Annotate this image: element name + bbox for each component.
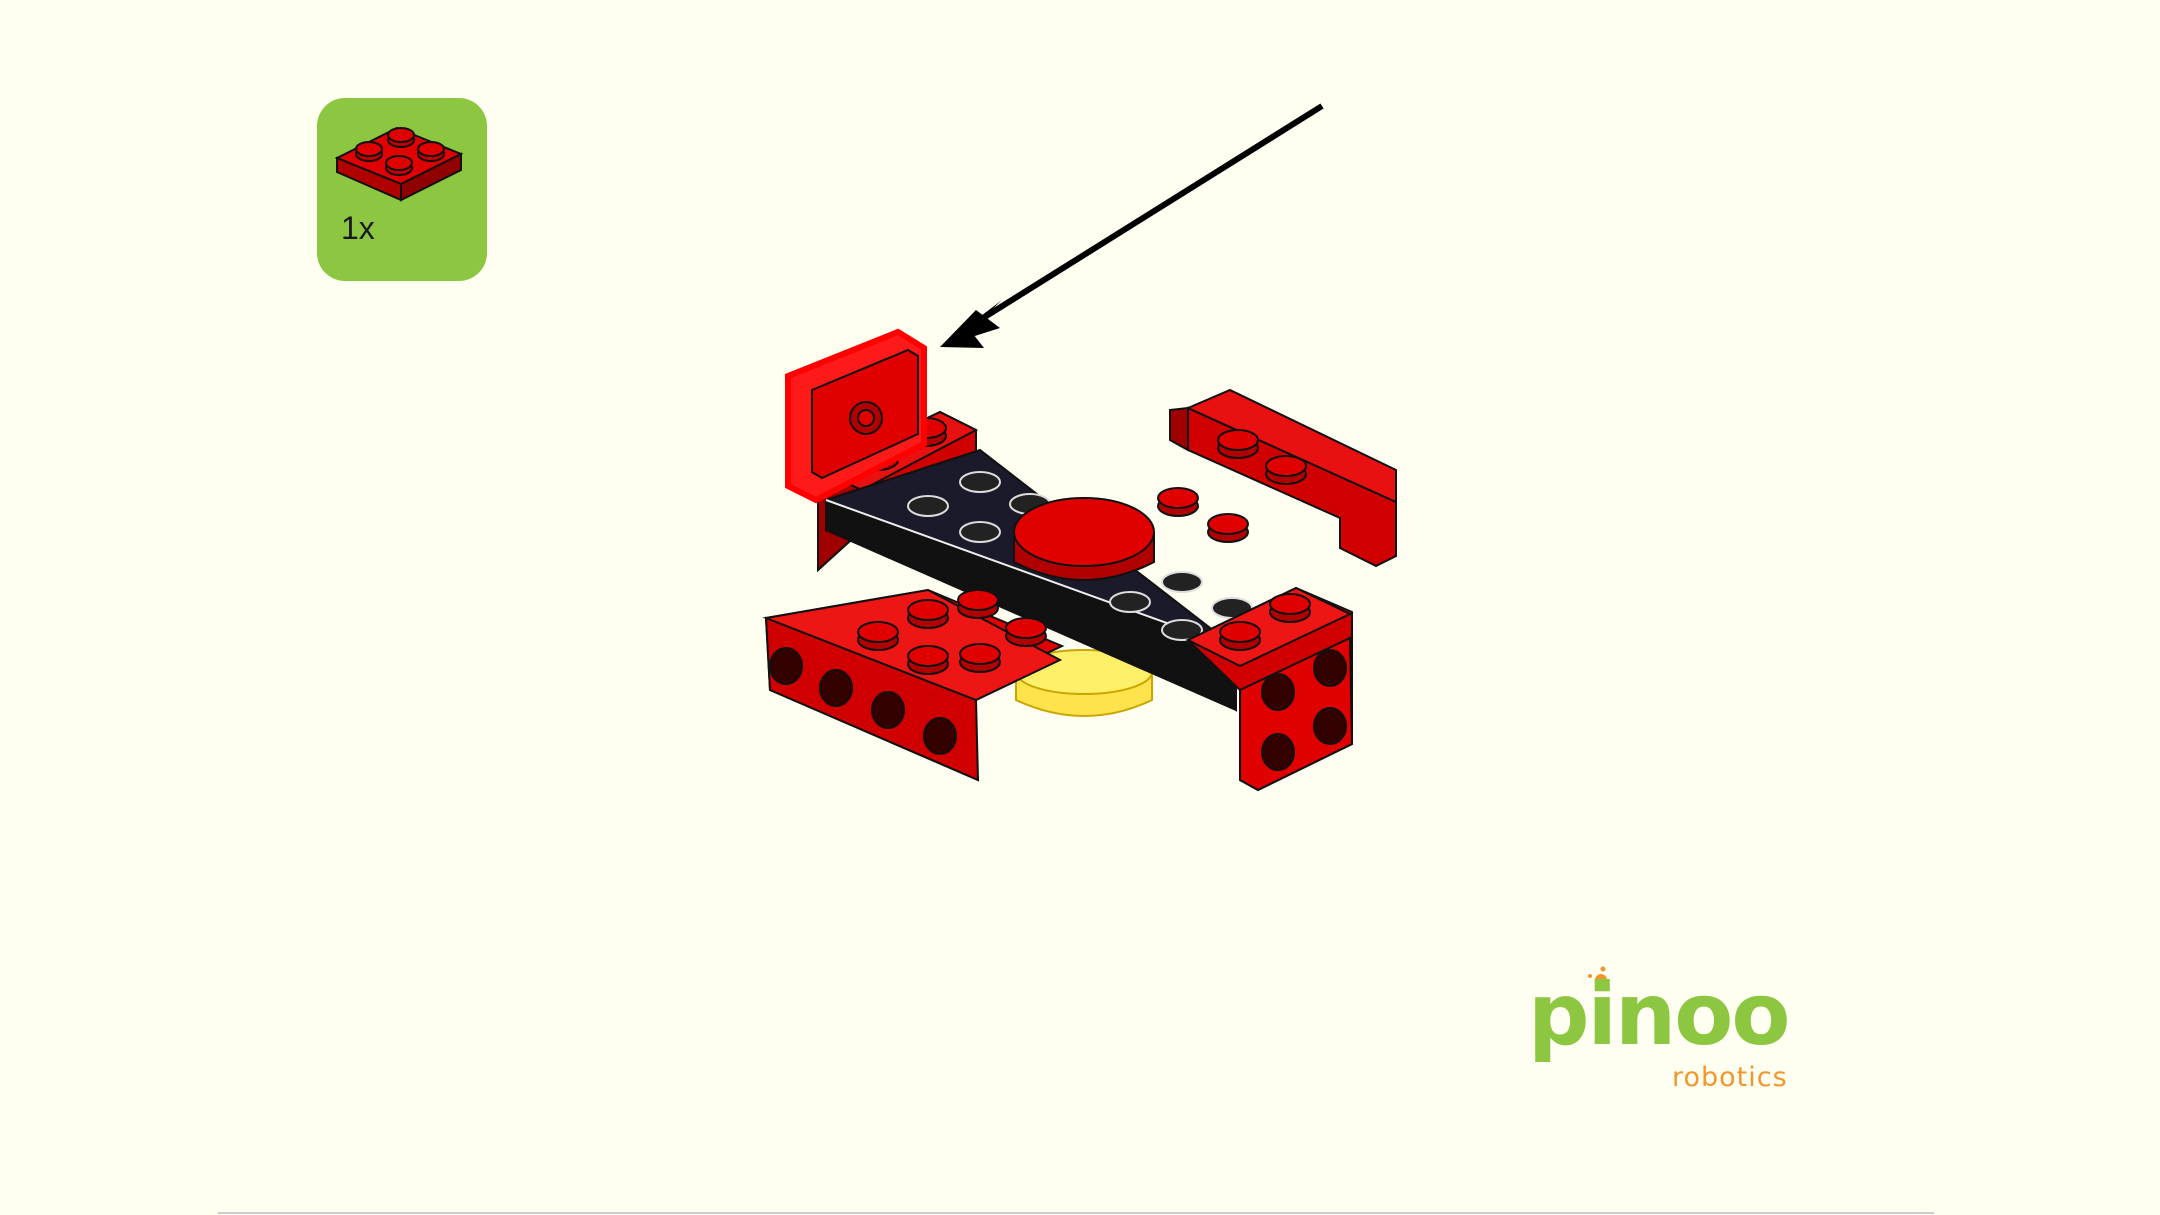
pinoo-robotics-logo: pinoo robotics xyxy=(1528,965,1794,1093)
red-bracket-rear-right xyxy=(1157,388,1397,568)
logo-tagline: robotics xyxy=(1672,1062,1788,1093)
red-2x2-plate-icon xyxy=(335,126,464,202)
logo-spark-icon xyxy=(1588,966,1607,986)
logo-wordmark: pinoo xyxy=(1528,965,1790,1065)
red-round-tile xyxy=(1013,497,1155,581)
footer-divider xyxy=(218,1212,1934,1214)
red-bracket-front-left xyxy=(762,588,1065,782)
part-quantity: 1x xyxy=(341,210,375,246)
red-bracket-front-right xyxy=(1185,586,1354,792)
new-red-plate-highlighted xyxy=(785,328,927,504)
parts-list-box: 1x xyxy=(317,98,487,281)
placement-arrow-icon xyxy=(940,103,1324,348)
